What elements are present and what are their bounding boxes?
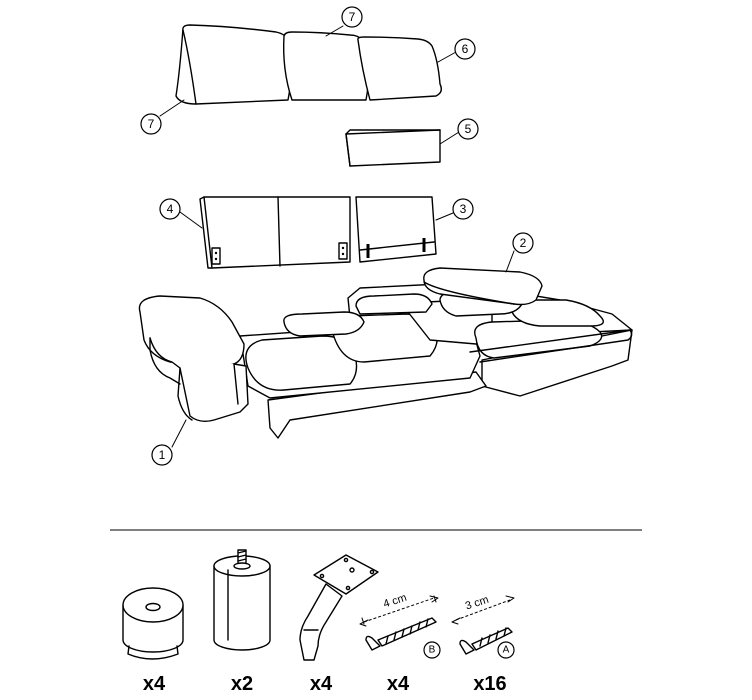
qty-screw-a: x16 [473,673,506,695]
callout-2: 2 [512,232,534,254]
callout-7-left: 7 [140,113,162,135]
callout-4-text: 4 [167,202,174,216]
screw-b: 4 cm B [359,592,441,659]
leader-lines [159,25,515,448]
round-foot [122,587,184,660]
callout-7-left-text: 7 [148,117,155,131]
callout-5-text: 5 [465,122,472,136]
callout-1: 1 [151,444,173,466]
qty-cylinder-leg: x2 [231,673,253,695]
bracket-leg [299,554,379,661]
qty-screw-b: x4 [387,673,410,695]
qty-bracket-leg: x4 [310,673,333,695]
callout-1-text: 1 [159,448,166,462]
screw-b-letter: B [429,645,436,656]
cylinder-leg [213,549,271,651]
callout-4: 4 [159,198,181,220]
callout-6: 6 [454,38,476,60]
callout-7-top-text: 7 [349,10,356,24]
callout-5: 5 [457,118,479,140]
screw-a-letter: A [503,645,510,656]
back-cushions [175,24,443,105]
screw-a: 3 cm A [451,594,515,659]
screw-a-length: 3 cm [464,594,490,613]
armrest-block [345,129,441,167]
callout-6-text: 6 [462,42,469,56]
callout-3-text: 3 [460,202,467,216]
callout-3: 3 [452,198,474,220]
callout-2-text: 2 [520,236,527,250]
backrest-panels [199,196,437,269]
qty-round-foot: x4 [143,673,166,695]
sofa-body [138,267,633,439]
callout-7-top: 7 [341,6,363,28]
